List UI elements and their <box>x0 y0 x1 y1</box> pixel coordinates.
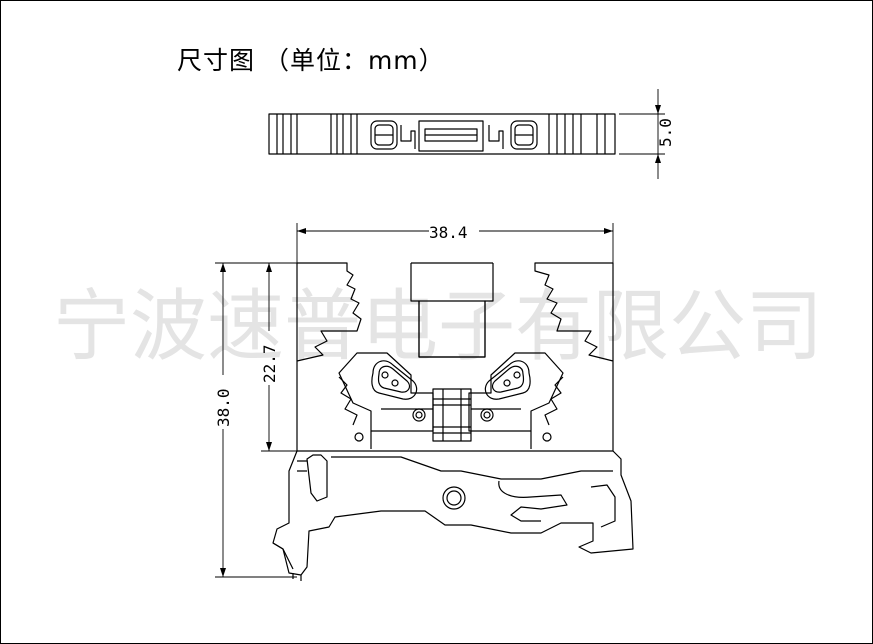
dimension-upper-height-label: 22.7 <box>260 344 279 383</box>
dimension-total-height: 38.0 <box>214 262 297 578</box>
dimension-thickness: 5.0 <box>619 89 675 179</box>
dimension-width-label: 38.4 <box>429 223 468 242</box>
dimension-width: 38.4 <box>296 223 614 263</box>
drawing-title: 尺寸图 （单位：mm） <box>177 46 445 75</box>
dimension-thickness-label: 5.0 <box>656 118 675 147</box>
top-view <box>268 113 616 155</box>
watermark-text: 宁波速普电子有限公司 <box>53 282 823 372</box>
dimension-total-height-label: 38.0 <box>214 388 233 427</box>
